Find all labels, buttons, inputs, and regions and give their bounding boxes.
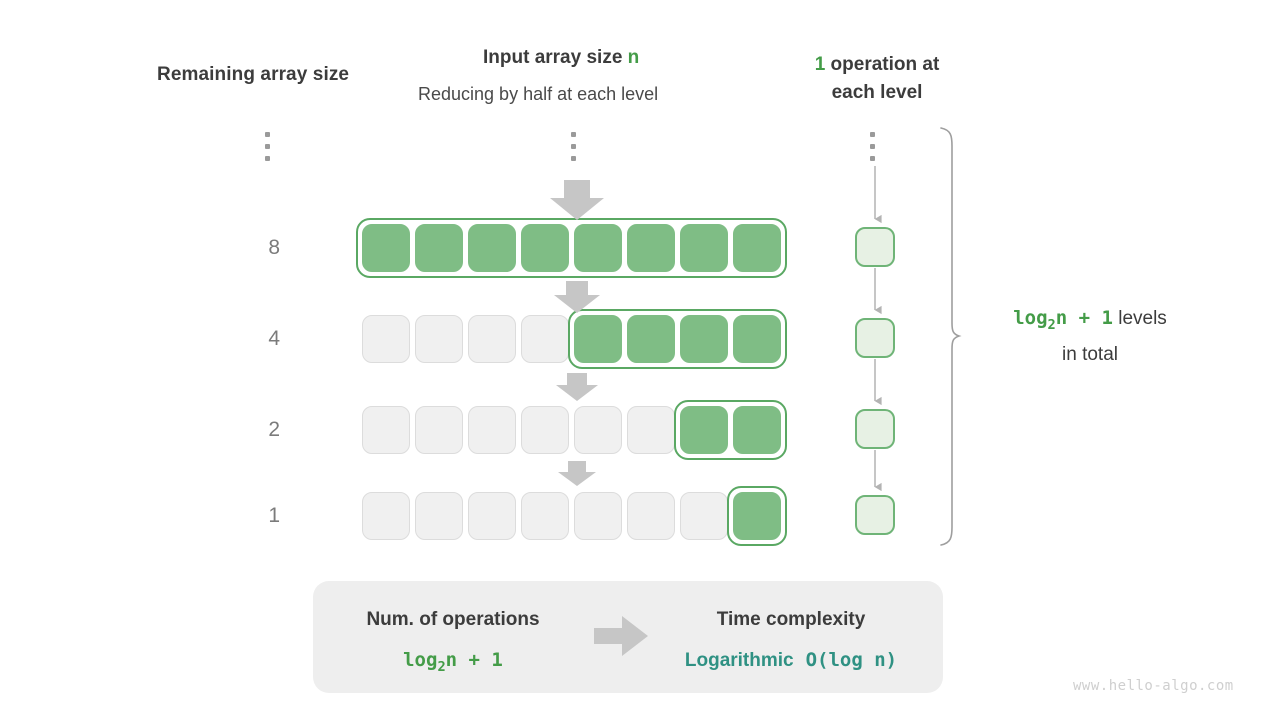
array-cell-active	[680, 406, 728, 454]
summary-operations-title: Num. of operations	[366, 609, 540, 630]
array-cell-inactive	[574, 406, 622, 454]
watermark: www.hello-algo.com	[1073, 678, 1234, 694]
levels-brace	[940, 127, 962, 546]
ellipsis-left-column	[265, 132, 273, 168]
summary-big-o-notation: O(log n)	[805, 649, 898, 671]
array-cell-inactive	[362, 492, 410, 540]
active-subarray-outline	[568, 309, 787, 369]
operations-count: 1	[814, 54, 826, 75]
array-cell-inactive	[415, 492, 463, 540]
array-cell-inactive	[680, 492, 728, 540]
input-size-variable: n	[627, 47, 640, 68]
array-cell-inactive	[362, 315, 410, 363]
row-label-8: 8	[268, 236, 280, 259]
array-cell-active	[627, 224, 675, 272]
array-cell-active	[627, 315, 675, 363]
row-label-2: 2	[268, 418, 280, 441]
active-subarray-outline	[727, 486, 787, 546]
levels-label-line1: levels	[1112, 308, 1167, 329]
array-cell-inactive	[627, 492, 675, 540]
array-cell-active	[574, 224, 622, 272]
operations-text: operation at	[825, 54, 940, 75]
halving-arrow-1	[550, 180, 604, 220]
active-subarray-outline	[356, 218, 787, 278]
array-cell-inactive	[468, 315, 516, 363]
input-size-text: Input array size	[483, 47, 628, 68]
array-cell-inactive	[468, 406, 516, 454]
operations-text-line2: each level	[831, 82, 923, 103]
array-cell-active	[680, 224, 728, 272]
array-cell-inactive	[415, 315, 463, 363]
array-cell-inactive	[468, 492, 516, 540]
row-label-1: 1	[268, 504, 280, 527]
array-cell-active	[680, 315, 728, 363]
column-header-operations: 1 operation at each level	[797, 51, 957, 107]
column-header-input-size: Input array size n	[483, 47, 639, 69]
halving-arrow-3	[556, 373, 598, 401]
ellipsis-operations-column	[870, 132, 878, 168]
operation-cell-level-3	[855, 409, 895, 449]
row-label-4: 4	[268, 327, 280, 350]
array-cell-inactive	[362, 406, 410, 454]
array-cell-active	[521, 224, 569, 272]
summary-complexity-title: Time complexity	[716, 609, 866, 630]
halving-arrow-4	[558, 461, 596, 486]
active-subarray-outline	[674, 400, 787, 460]
operation-cell-level-1	[855, 227, 895, 267]
operation-cell-level-2	[855, 318, 895, 358]
levels-formula: log2n + 1	[1013, 307, 1113, 333]
array-cell-inactive	[521, 315, 569, 363]
array-cell-active	[574, 315, 622, 363]
array-cell-inactive	[415, 406, 463, 454]
column-header-remaining-size: Remaining array size	[157, 64, 350, 85]
array-cell-inactive	[627, 406, 675, 454]
summary-right-arrow-icon	[594, 616, 648, 656]
column-subheader-reducing: Reducing by half at each level	[418, 84, 659, 104]
array-cell-active	[415, 224, 463, 272]
array-cell-active	[468, 224, 516, 272]
operation-cell-level-4	[855, 495, 895, 535]
levels-brace-label: log2n + 1 levels in total	[975, 303, 1205, 370]
array-halving-arrows	[550, 180, 604, 486]
summary-operations-value: log2n + 1	[403, 649, 503, 675]
array-cell-inactive	[521, 492, 569, 540]
halving-arrow-2	[554, 281, 600, 313]
array-cell-active	[362, 224, 410, 272]
levels-label-line2: in total	[1062, 343, 1118, 365]
array-cell-inactive	[521, 406, 569, 454]
ellipsis-array-column	[571, 132, 579, 168]
array-cell-inactive	[574, 492, 622, 540]
